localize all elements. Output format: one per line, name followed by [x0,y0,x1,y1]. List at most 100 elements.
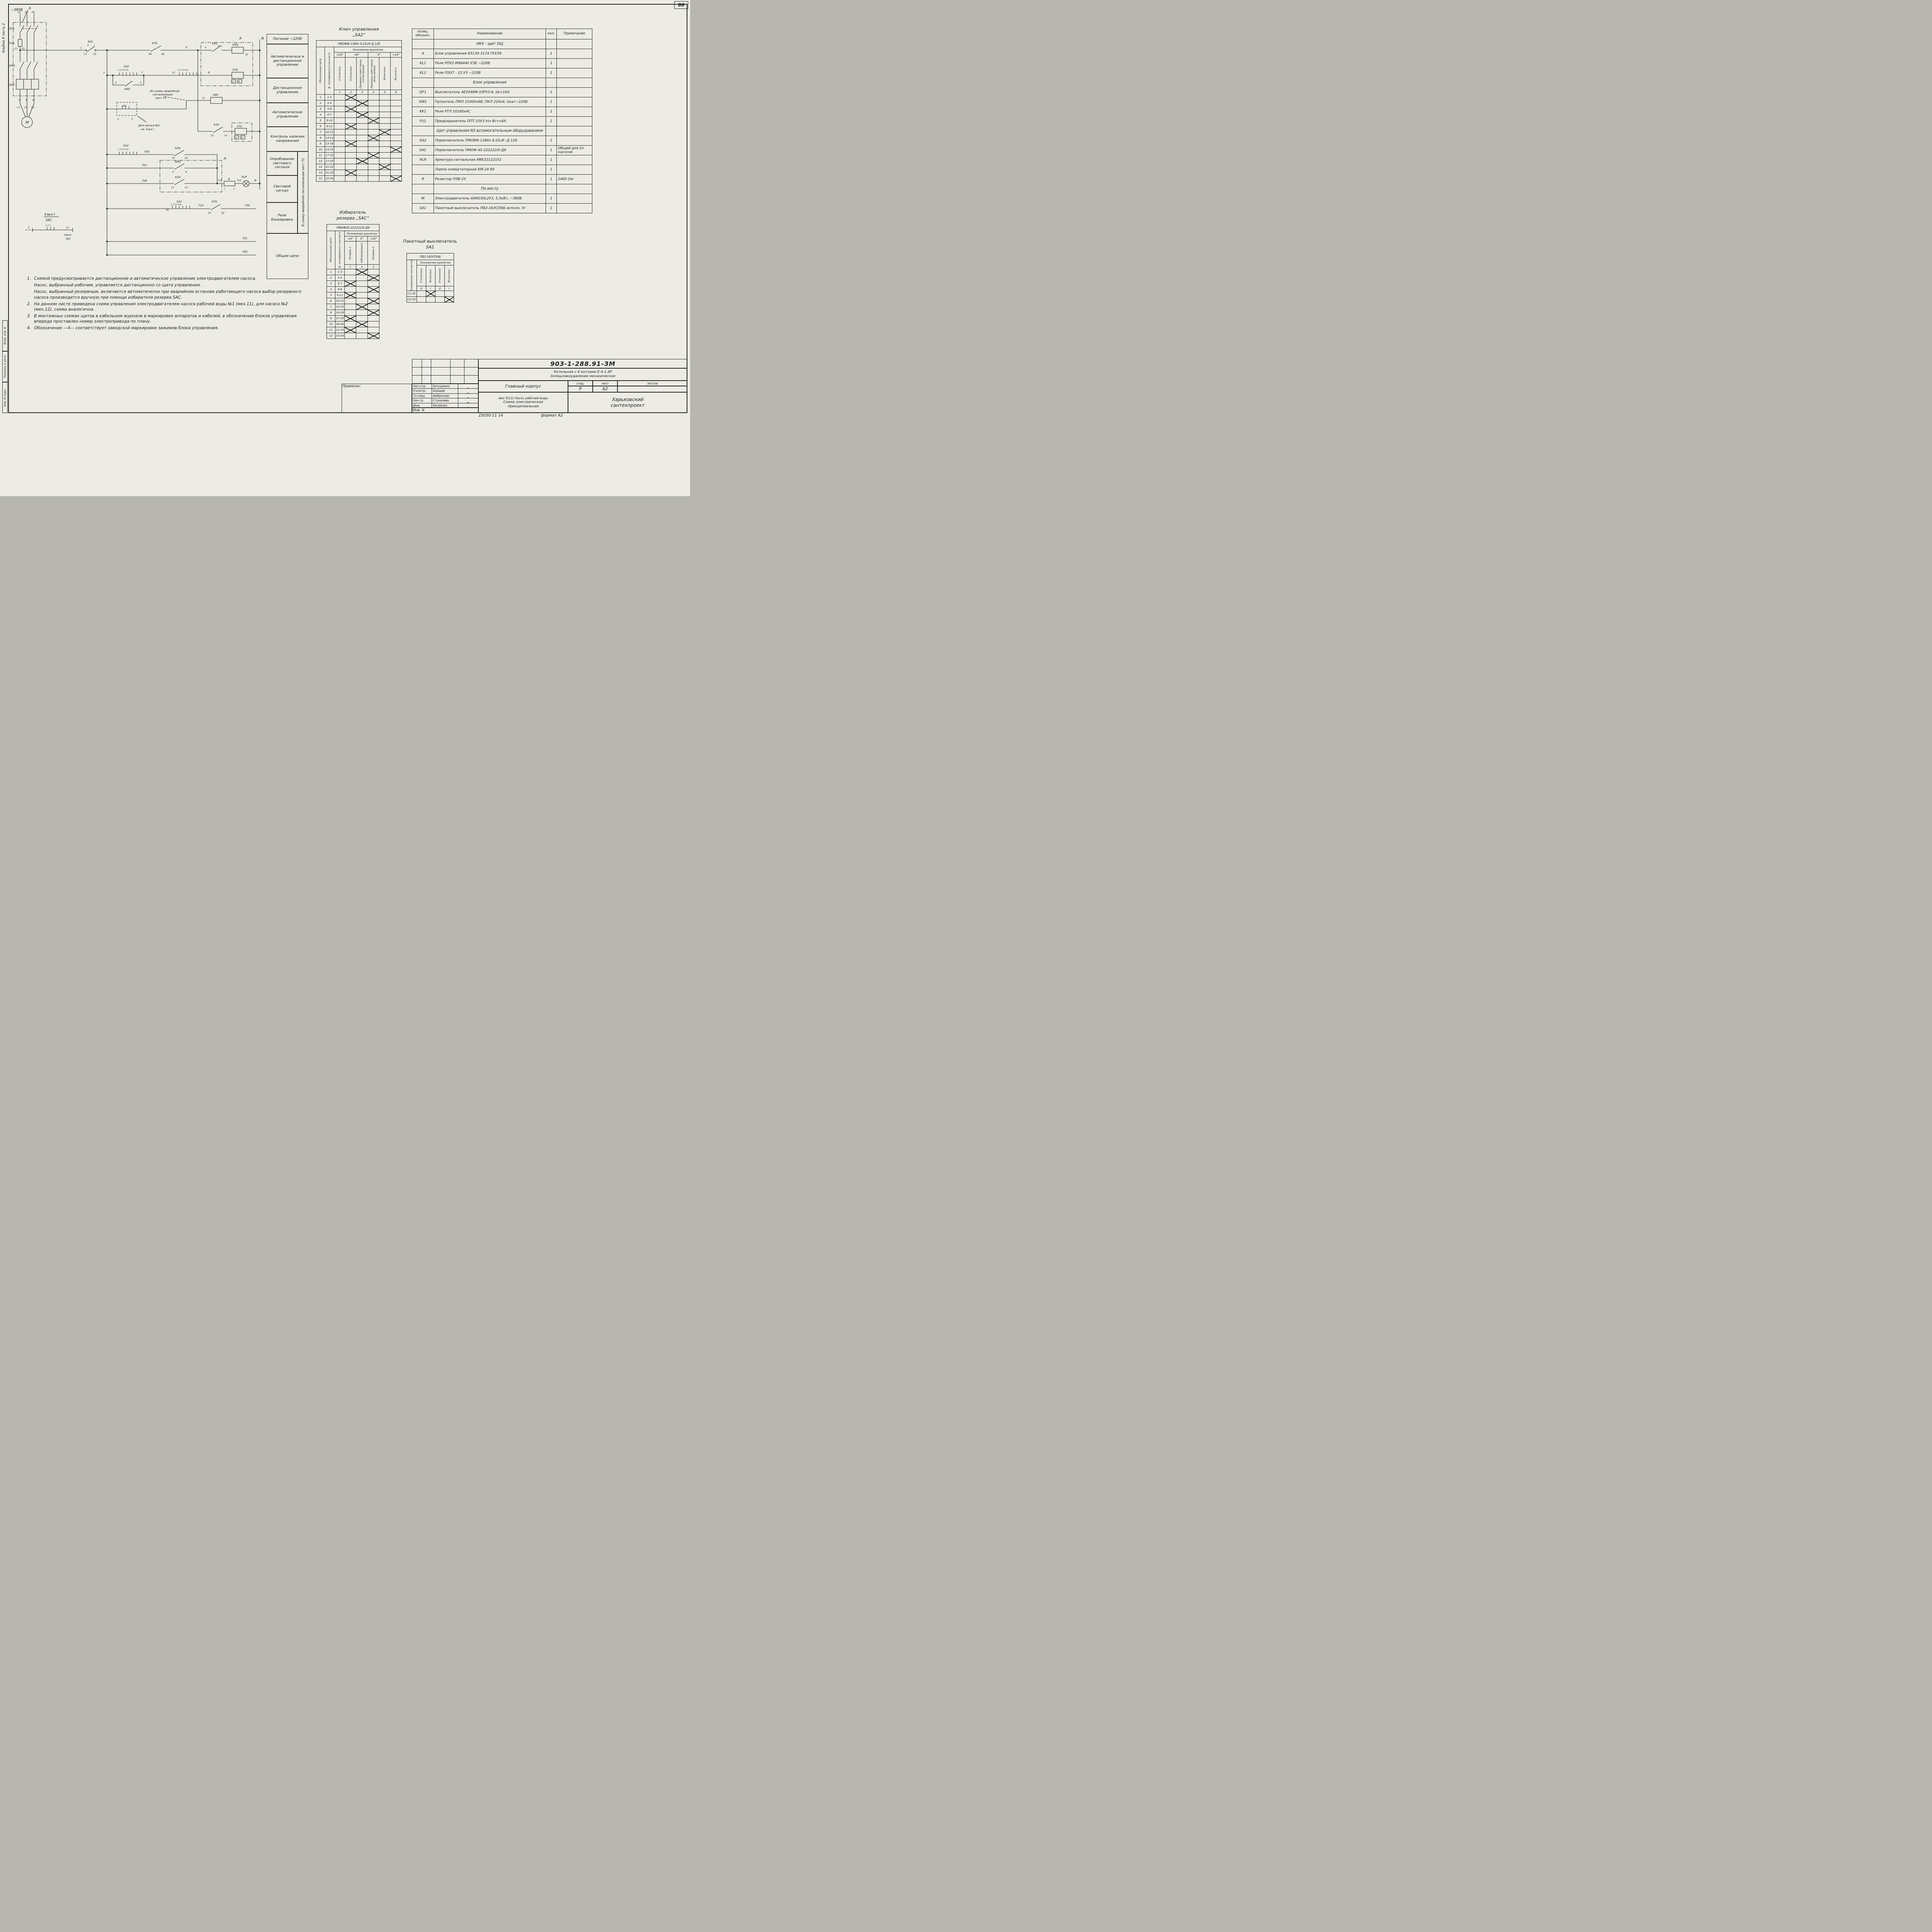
signature-row: Нач.гр.Стукачева [412,398,478,403]
schematic-label: 3 [28,226,29,229]
revision-grid [412,359,478,384]
table-cell [356,164,368,170]
table-cell [356,123,368,129]
stamp-text: Подпись и дата [3,355,7,378]
order-number-text: 25030-11 14 [478,413,503,418]
sac-table-title-line1: Избиратель [339,210,366,215]
schematic-label: КЛ1 [212,200,218,203]
table-cell [390,158,402,164]
schematic-label: 74 [224,134,227,137]
contact-row: С1-Л1 [406,291,454,297]
table-cell: 1 [546,97,557,107]
table-cell: Включить [390,57,402,90]
table-cell: 7 [327,304,335,310]
table-cell: По месту [434,184,546,194]
schematic-label: КЛ1 [214,123,219,126]
schematic-label: 1 2 3 [46,224,51,227]
table-cell [356,129,368,135]
table-cell: 1 [546,107,557,117]
table-cell [412,126,434,136]
table-cell: SAC [412,145,434,155]
equipment-list-table: позиц. обознач. Наименование кол. Примеч… [412,29,592,213]
schematic-label: 5 [185,46,187,49]
table-cell: 21-23 [325,170,335,176]
table-cell: 1 [546,155,557,165]
contact-closed-mark [344,292,356,298]
circuit-schematic: ~380ВАЛ1Л2Л3QF1FU1С1Л1КМ1КК1246С1С2С3М1S… [9,7,264,256]
table-cell [390,129,402,135]
table-cell: Блок управления [434,78,546,88]
table-cell [546,184,557,194]
schematic-label: КМ1 [233,43,238,46]
table-cell [367,175,379,182]
table-cell [556,194,592,204]
schematic-label: 12 [172,71,175,74]
table-cell: 9-12 [325,123,335,129]
table-cell [379,170,391,176]
contact-closed-mark [345,106,357,112]
table-cell [356,117,368,124]
schematic-label: К85 [213,94,218,97]
table-cell: 21-22 [325,164,335,170]
power-circuit [16,10,39,128]
table-cell: 4 [316,112,325,118]
schematic-label: Л1 [21,48,25,50]
kl2-block-boundary [231,122,252,142]
schematic-label: КЛ2 [175,176,181,179]
contact-closed-mark [390,146,402,153]
schematic-label: 7 [141,71,143,74]
table-cell [556,155,592,165]
schematic-label: сигнализации [153,93,173,96]
table-cell: 5 [379,90,391,95]
table-cell [356,141,368,147]
note-paragraph: 2.На данном листе приведена схема управл… [27,301,288,312]
stamp-inv-podl: Инв. N подл. [2,382,8,413]
contact-closed-mark [367,333,379,339]
table-cell [412,184,434,194]
signature-squiggle [466,384,470,388]
table-cell: Пускатель ПМЛ 21000х4В; ПКЛ 220х4; Uкат~… [434,97,546,107]
contact-closed-mark [356,158,368,164]
table-cell: Переключатель ПМОВФ-1366з 9,10₂/II -Д 12… [434,136,546,146]
schematic-label: 3 [103,71,105,74]
function-cell: Реле блокировки [267,202,298,233]
table-cell: Включено [426,265,435,287]
table-cell [390,112,402,118]
table-cell [356,175,368,182]
notes-block: 1.Схемой предусматривается дистанционное… [27,276,304,332]
table-cell: 1 [546,165,557,175]
table-cell: 0 [417,286,426,291]
schematic-label: А [28,7,31,10]
schematic-label: С1 [84,53,87,56]
table-cell: 0 [435,286,445,291]
table-cell [379,123,391,129]
table-cell: 1-3 [325,94,335,100]
schematic-label: 1 [224,188,225,190]
table-cell: 5 [327,292,335,298]
contact-closed-mark [345,141,357,147]
attached-label: Привязан: [342,384,361,388]
contact-closed-mark [344,281,356,287]
table-cell: 6-7 [325,112,335,118]
schematic-label: HLR [242,175,247,179]
schematic-label: 4 [205,46,206,49]
table-cell: -135° [334,52,346,58]
schematic-label: 2 [233,188,235,190]
table-cell: 9 [316,141,325,147]
schematic-label: КК1 [212,42,218,45]
schematic-label: КМ1 [175,160,181,163]
parts-header-note: Примечание [556,29,592,39]
note-paragraph: Насос, выбранный резервным, включается а… [34,289,301,300]
table-cell: Положение рукоятки [416,259,454,266]
table-cell [367,100,379,106]
table-cell: 10 [327,321,335,327]
table-cell [345,164,357,170]
table-cell: Электродвигатель 4АМ100L2УЗ, 5,5кВт, ~38… [434,194,546,204]
table-cell: Реле РПУ2-М96440 УЗБ ~220В [434,58,546,68]
